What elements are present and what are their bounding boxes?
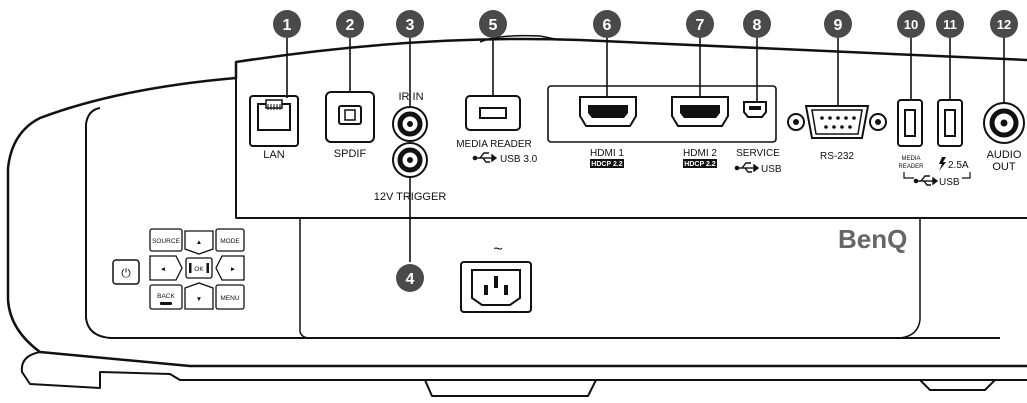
- ok-label: OK: [194, 266, 204, 273]
- callout-number: 5: [489, 17, 498, 34]
- spdif-port: SPDIF: [325, 91, 375, 160]
- projector-body: [6, 34, 1027, 397]
- media-reader-usb-port: MEDIA READER USB 3.0: [456, 95, 538, 165]
- hdmi-group-frame: [547, 85, 777, 143]
- callout-badge-7: 7: [686, 10, 714, 38]
- up-arrow-icon: ▲: [196, 239, 202, 246]
- audio-label-1: AUDIO: [987, 149, 1022, 161]
- ir-in-jack: IR IN: [392, 91, 428, 142]
- power-button[interactable]: ⏻: [112, 259, 140, 285]
- lan-label: LAN: [263, 149, 284, 161]
- callout-leaders: [286, 38, 1005, 262]
- audio-label-2: OUT: [992, 161, 1016, 173]
- ok-button[interactable]: OK: [185, 257, 213, 279]
- audio-out-jack: AUDIO OUT: [983, 102, 1025, 173]
- source-label: SOURCE: [152, 238, 180, 245]
- menu-button[interactable]: MENU: [215, 284, 245, 310]
- callout-number: 9: [834, 17, 843, 34]
- left-button[interactable]: ◄: [149, 255, 183, 281]
- rs232-label: RS-232: [820, 151, 854, 162]
- callout-badge-8: 8: [743, 10, 771, 38]
- up-button[interactable]: ▲: [184, 230, 214, 255]
- callout-number: 7: [696, 17, 705, 34]
- source-button[interactable]: SOURCE: [149, 228, 183, 252]
- callout-badge-12: 12: [990, 10, 1018, 38]
- callout-number: 4: [406, 271, 415, 288]
- callout-number: 10: [904, 17, 918, 32]
- callout-number: 11: [943, 17, 957, 32]
- hdmi1-port: HDMI 1 HDCP 2.2: [579, 96, 637, 168]
- power-usb-port: 2.5A: [937, 99, 969, 171]
- right-button[interactable]: ►: [215, 255, 245, 281]
- lan-port: LAN: [249, 95, 299, 161]
- ir-in-label: IR IN: [398, 91, 423, 103]
- media-small-label-2: READER: [898, 164, 924, 170]
- hdcp-badge-1: [590, 159, 624, 168]
- callout-badge-11: 11: [936, 10, 964, 38]
- callout-badge-5: 5: [479, 10, 507, 38]
- left-arrow-icon: ◄: [160, 266, 166, 273]
- callout-number: 2: [346, 17, 355, 34]
- hdcp-badge-2: [683, 159, 717, 168]
- callout-badge-2: 2: [336, 10, 364, 38]
- hdcp2-label: HDCP 2.2: [684, 161, 715, 168]
- media-small-label-1: MEDIA: [901, 156, 920, 162]
- callout-badge-10: 10: [897, 10, 925, 38]
- callout-badge-9: 9: [824, 10, 852, 38]
- callout-number: 1: [283, 17, 292, 34]
- down-button[interactable]: ▼: [184, 282, 214, 310]
- usb-icon: [472, 152, 498, 163]
- mode-label: MODE: [220, 238, 240, 245]
- callout-number: 8: [753, 17, 762, 34]
- right-arrow-icon: ►: [230, 266, 236, 273]
- ac-power-inlet: ~: [460, 241, 532, 313]
- callout-badge-1: 1: [273, 10, 301, 38]
- usb-icon-group: [913, 175, 939, 186]
- callout-badge-4: 4: [396, 264, 424, 292]
- service-usb-port: SERVICE USB: [734, 101, 782, 175]
- back-label: BACK: [157, 293, 175, 300]
- usb-group-label: USB: [939, 177, 960, 188]
- usb-group-bracket: USB: [903, 172, 971, 188]
- back-button[interactable]: BACK: [149, 284, 183, 310]
- callout-number: 12: [997, 17, 1011, 32]
- hdmi2-port: HDMI 2 HDCP 2.2: [671, 96, 729, 168]
- rs232-port: RS-232: [787, 105, 887, 162]
- callout-number: 3: [406, 17, 415, 34]
- brand-logo: BenQ: [838, 224, 907, 254]
- usb30-label: USB 3.0: [500, 154, 538, 165]
- callout-badge-3: 3: [396, 10, 424, 38]
- spdif-label: SPDIF: [334, 148, 367, 160]
- down-arrow-icon: ▼: [196, 296, 202, 303]
- power-icon: ⏻: [121, 266, 131, 280]
- service-label: SERVICE: [736, 148, 780, 159]
- hdmi2-label: HDMI 2: [683, 148, 717, 159]
- hdcp1-label: HDCP 2.2: [591, 161, 622, 168]
- lightning-icon: [939, 157, 946, 171]
- menu-label: MENU: [220, 295, 239, 302]
- port-panel: [547, 85, 777, 143]
- mode-button[interactable]: MODE: [215, 228, 245, 252]
- callout-number: 6: [603, 17, 612, 34]
- power-25a-label: 2.5A: [948, 160, 969, 171]
- media-reader-label: MEDIA READER: [456, 139, 532, 150]
- hdmi1-label: HDMI 1: [590, 148, 624, 159]
- service-usb-label: USB: [761, 164, 782, 175]
- media-reader-usb-port-small: MEDIA READER: [897, 99, 924, 170]
- ac-symbol: ~: [493, 241, 502, 258]
- callout-badge-6: 6: [593, 10, 621, 38]
- control-keypad: SOURCE ▲ MODE ◄ OK ► BACK: [149, 228, 245, 310]
- usb-icon-service: [734, 162, 760, 173]
